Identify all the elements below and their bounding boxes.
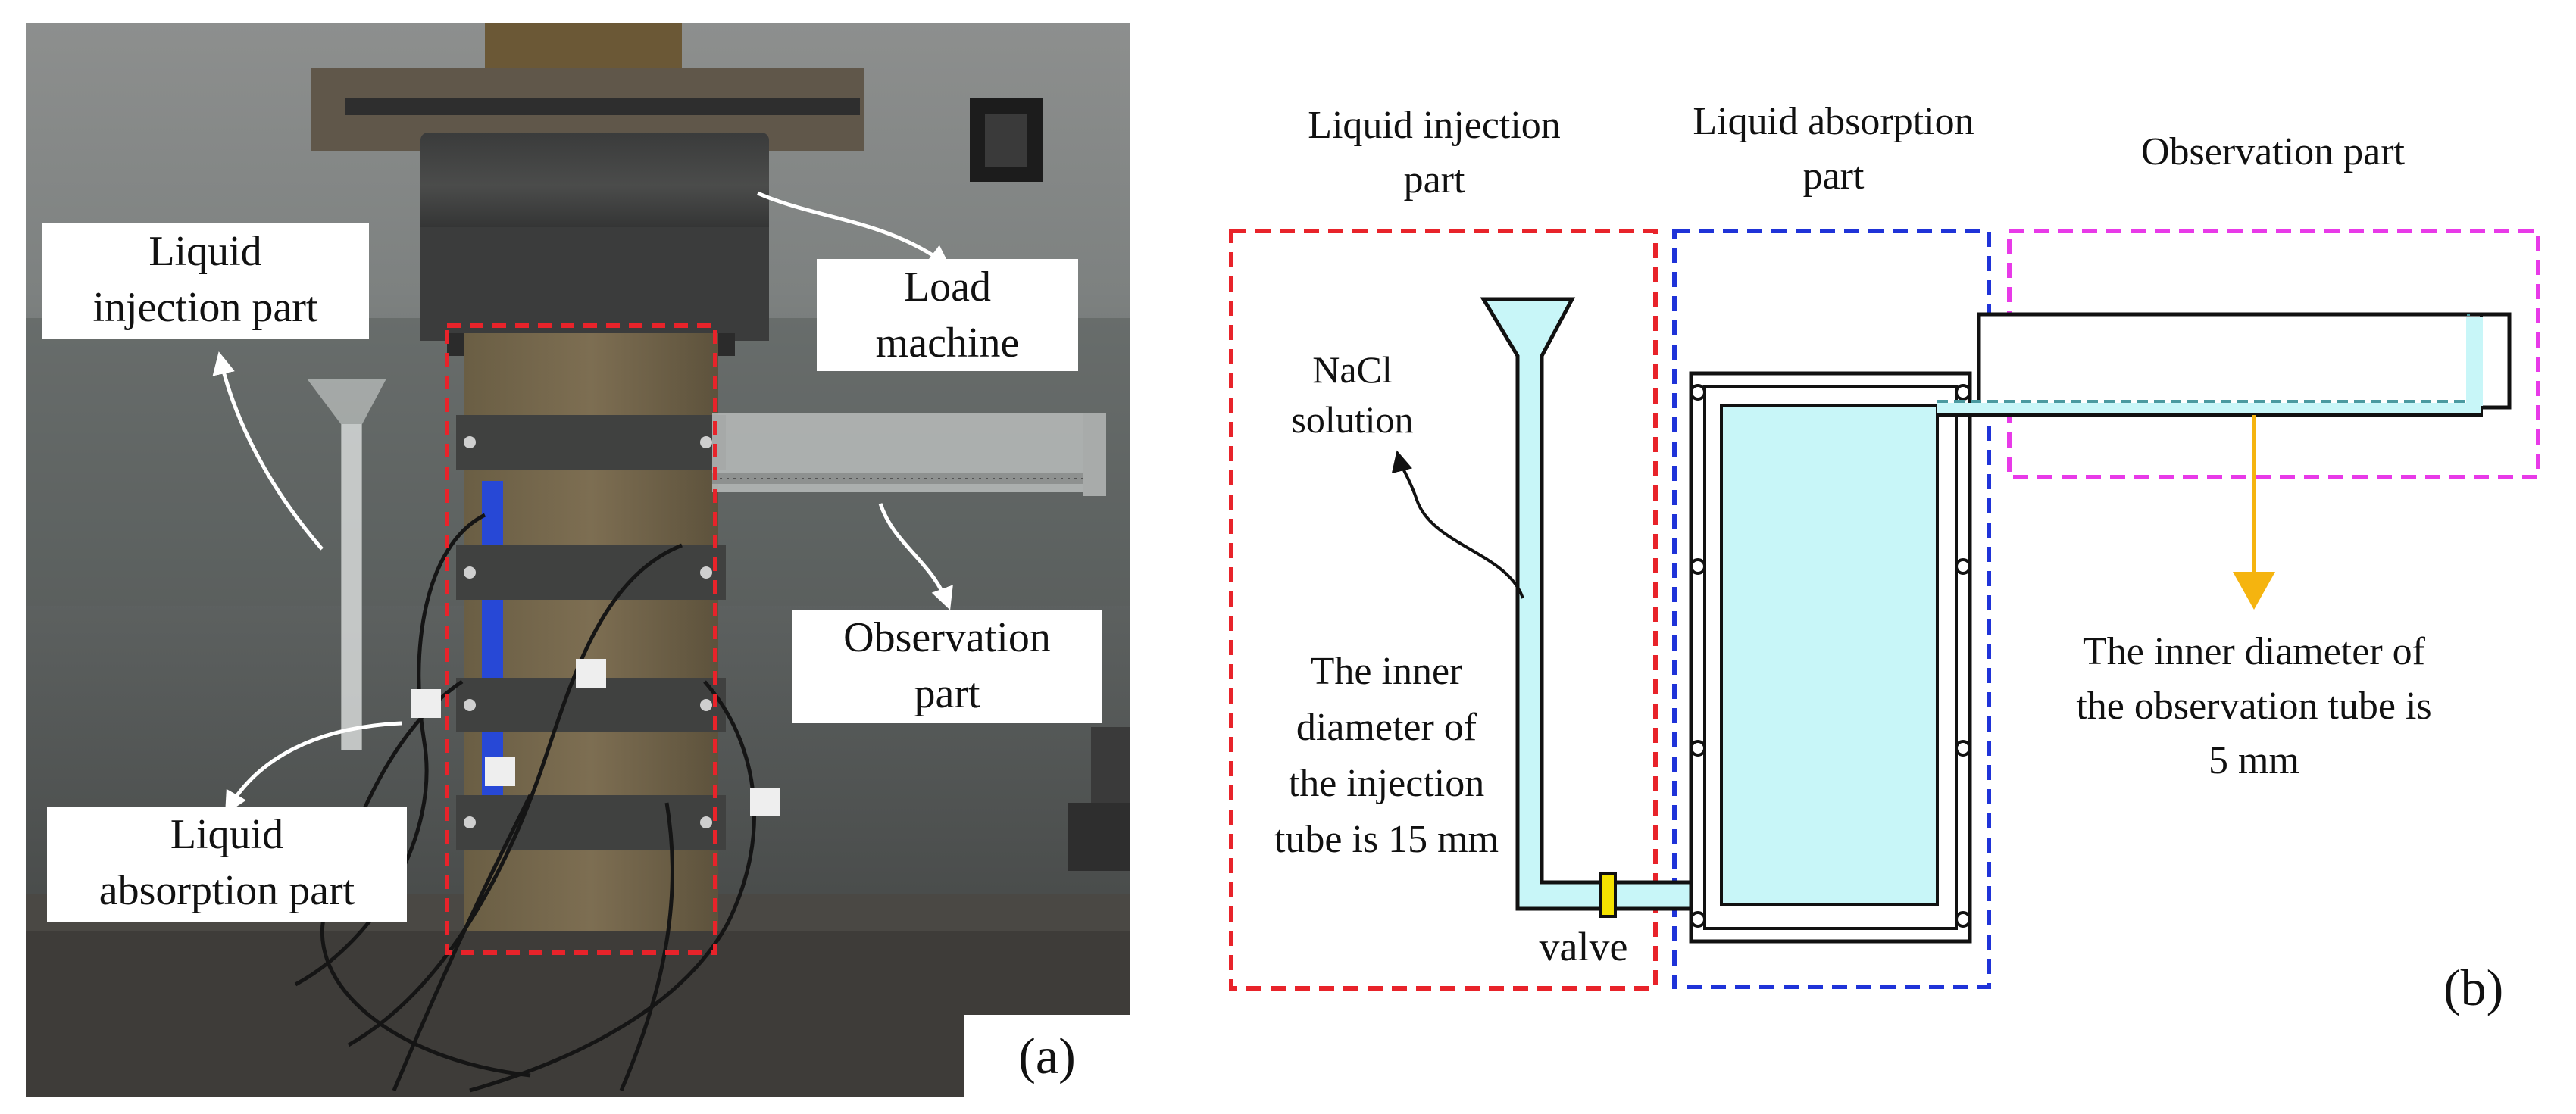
absorption-specimen: [1720, 404, 1939, 906]
label-observation-line2: part: [914, 670, 980, 717]
observation-tube: [1937, 312, 2512, 417]
injection-funnel: [1480, 297, 1698, 911]
label-injection-line1: Liquid: [148, 228, 262, 275]
label-observation-line1: Observation: [843, 614, 1051, 661]
observation-diameter-note: The inner diameter of the observation tu…: [2034, 625, 2474, 788]
panel-b-tag-text: (b): [2443, 959, 2504, 1016]
observation-pointer-arrowhead: [2233, 572, 2275, 610]
absorption-part-title: Liquid absorption part: [1655, 95, 2012, 204]
observation-part-title: Observation part: [2046, 125, 2500, 179]
absorption-part-box: [1672, 229, 1991, 989]
photo-panel-a: [26, 23, 1130, 1097]
load-machine-platen: [420, 133, 769, 239]
panel-a-tag-box: (a): [964, 1015, 1130, 1097]
load-machine-bar: [345, 98, 860, 115]
injection-title-line2: part: [1403, 158, 1465, 201]
specimen-dashed-frame: [445, 323, 717, 955]
injection-part-title: Liquid injection part: [1264, 98, 1605, 208]
label-load-line2: machine: [875, 320, 1020, 367]
schematic-panel-b: [1229, 229, 2540, 991]
observation-note-line1: The inner diameter of: [2083, 630, 2425, 673]
nacl-pointer-arrow: [1391, 450, 1524, 599]
injection-title-line1: Liquid injection: [1308, 104, 1561, 147]
label-absorption-part: Liquid absorption part: [47, 807, 407, 922]
observation-note-line2: the observation tube is: [2076, 685, 2432, 728]
valve-icon: [1599, 872, 1617, 918]
label-absorption-line2: absorption part: [98, 867, 355, 914]
sensor-tags: [411, 659, 780, 816]
injection-note-line1: The inner: [1310, 650, 1463, 693]
nacl-line1: NaCl: [1312, 348, 1393, 391]
nacl-solution-label: NaCl solution: [1277, 345, 1428, 445]
annotation-arrows-a: [212, 191, 953, 815]
absorption-title-line1: Liquid absorption: [1693, 100, 1974, 143]
injection-note-line4: tube is 15 mm: [1274, 818, 1499, 861]
label-load-machine: Load machine: [817, 259, 1078, 371]
valve-text: valve: [1539, 924, 1628, 969]
panel-a-tag: (a): [1018, 1027, 1076, 1084]
valve-label: valve: [1523, 919, 1644, 974]
sensor-wires: [294, 513, 757, 1093]
injection-part-box: [1229, 229, 1658, 991]
label-load-line1: Load: [903, 264, 992, 310]
label-observation-part: Observation part: [792, 610, 1102, 723]
steel-bands: [456, 415, 726, 850]
blue-tape: [482, 481, 503, 799]
observation-title-line1: Observation part: [2140, 130, 2405, 173]
injection-note-line3: the injection: [1288, 762, 1485, 805]
observation-note-line3: 5 mm: [2209, 739, 2299, 782]
nacl-line2: solution: [1291, 398, 1414, 441]
absorption-title-line2: part: [1802, 154, 1865, 198]
injection-note-line2: diameter of: [1296, 706, 1477, 749]
injection-diameter-note: The inner diameter of the injection tube…: [1261, 644, 1512, 868]
label-absorption-line1: Liquid: [170, 811, 284, 858]
absorption-container: [1689, 371, 1972, 944]
label-injection-line2: injection part: [92, 284, 318, 331]
panel-b-tag: (b): [2443, 958, 2503, 1018]
injection-tube-photo: [307, 379, 386, 750]
label-injection-part: Liquid injection part: [42, 223, 369, 339]
observation-ruler: [712, 413, 1106, 496]
